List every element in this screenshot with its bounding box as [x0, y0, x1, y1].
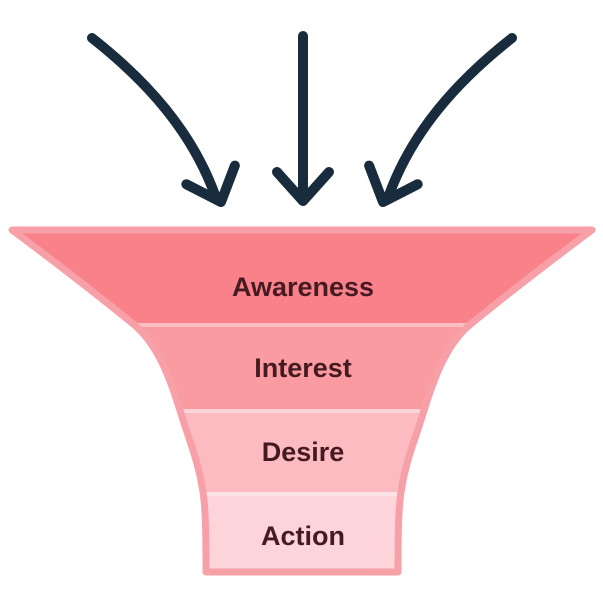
arrow-curved-left-shaft: [87, 33, 220, 200]
arrowhead-icon: [272, 167, 334, 206]
stage-separator: [12, 492, 592, 496]
arrow-curved-right-icon: [364, 33, 517, 207]
funnel-stage-label-action: Action: [261, 521, 345, 551]
funnel-outline: [8, 226, 596, 576]
arrowhead-icon: [181, 160, 240, 207]
arrow-curved-right-shaft: [384, 33, 517, 200]
funnel-stage-label-interest: Interest: [254, 353, 352, 383]
arrow-straight-center-icon: [272, 31, 334, 206]
funnel-stage-label-awareness: Awareness: [232, 272, 374, 302]
funnel-stage-label-desire: Desire: [262, 437, 345, 467]
arrow-curved-left-icon: [87, 33, 240, 207]
stage-separator: [12, 323, 592, 327]
arrowhead-icon: [364, 160, 423, 207]
inflow-arrows: [87, 31, 517, 207]
funnel-stage-labels: Awareness Interest Desire Action: [232, 272, 374, 551]
stage-separator: [12, 409, 592, 413]
